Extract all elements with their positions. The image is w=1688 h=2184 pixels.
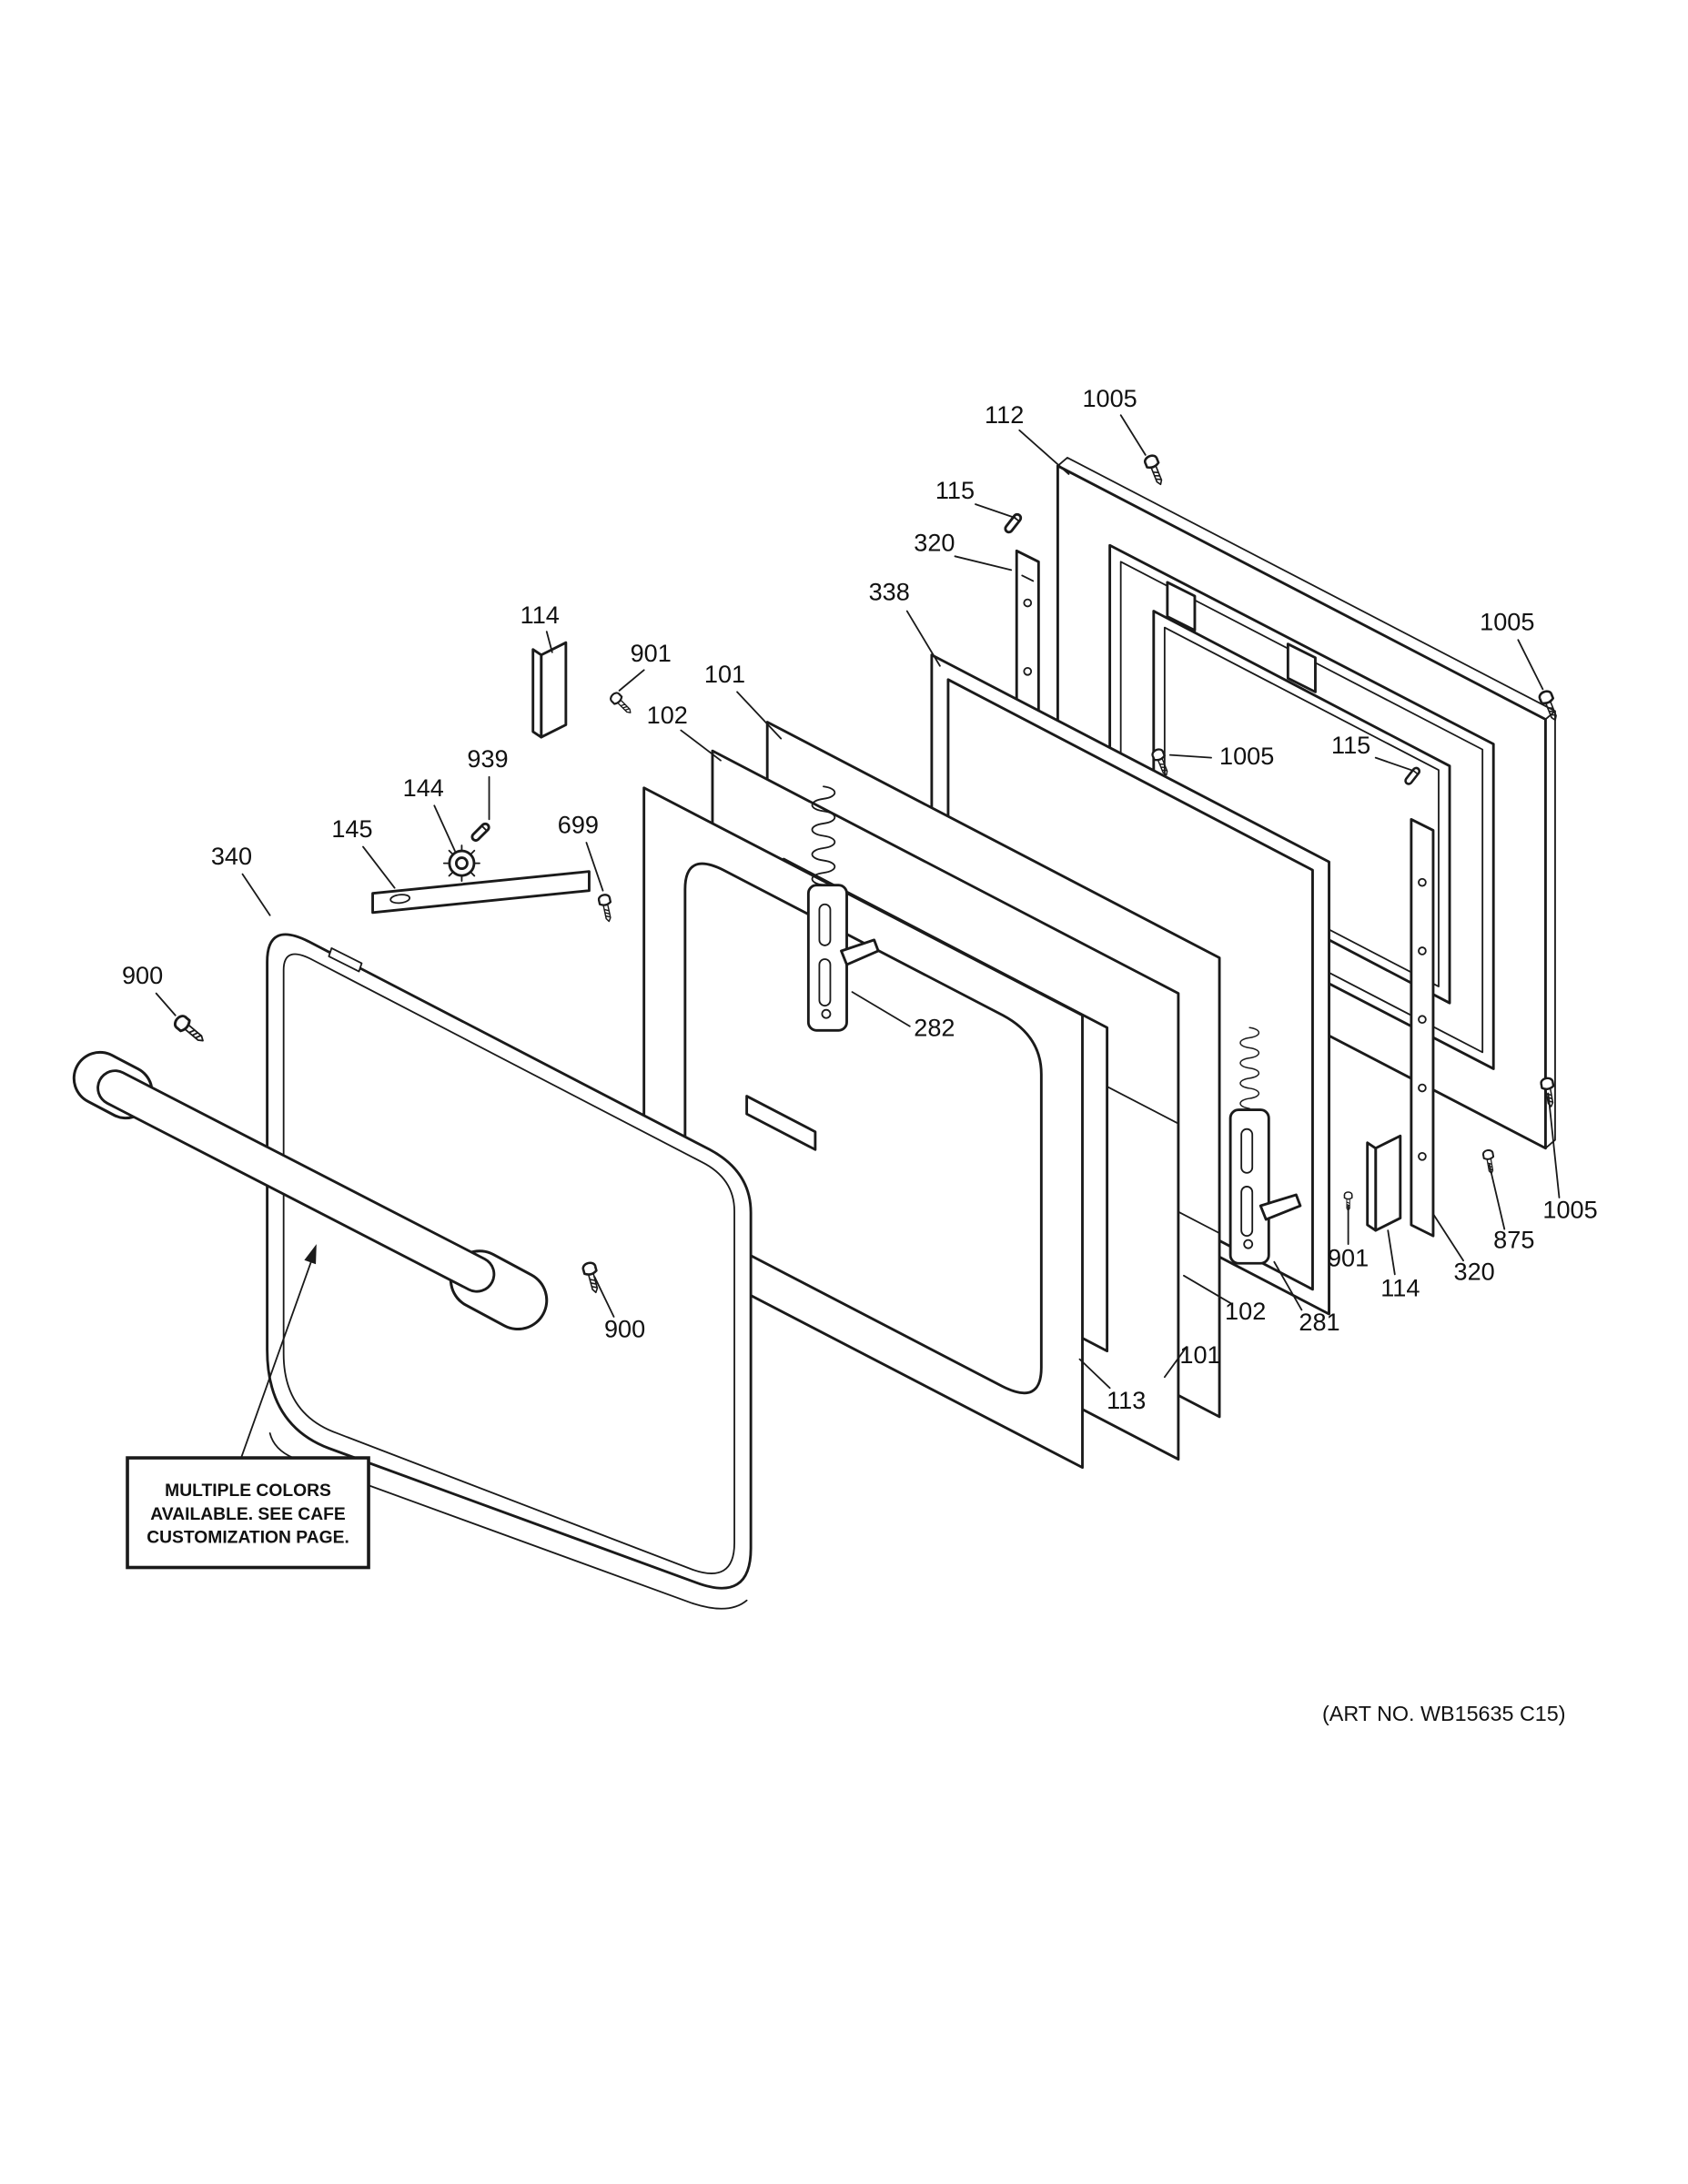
hinge-pin-top <box>1002 511 1024 535</box>
callout-101-bottom: 101 <box>1179 1340 1220 1369</box>
screw-699 <box>597 893 616 924</box>
note-line-3: CUSTOMIZATION PAGE. <box>147 1528 349 1547</box>
callout-1005-right: 1005 <box>1480 608 1534 636</box>
trim-strip <box>371 870 591 915</box>
callout-1005-top: 1005 <box>1082 384 1137 412</box>
callout-875: 875 <box>1493 1226 1534 1254</box>
mount-bracket-top <box>531 641 568 739</box>
callout-699: 699 <box>558 810 599 838</box>
callout-115-right: 115 <box>1331 731 1370 759</box>
hinge-rail-right <box>1410 817 1435 1238</box>
outer-door-panel <box>266 933 753 1610</box>
callout-340: 340 <box>211 842 252 870</box>
callout-281: 281 <box>1299 1308 1339 1336</box>
callout-145: 145 <box>331 814 372 843</box>
callout-144: 144 <box>403 774 444 802</box>
screw-900-left <box>171 1012 209 1047</box>
callout-labels: 112 1005 115 320 338 114 901 101 102 939… <box>122 384 1598 1414</box>
roller-pin <box>469 821 492 844</box>
callout-320-right: 320 <box>1454 1257 1495 1285</box>
note-line-2: AVAILABLE. SEE CAFE <box>150 1505 346 1524</box>
screw-901-top <box>608 690 635 718</box>
callout-101-top: 101 <box>704 660 745 688</box>
note-line-1: MULTIPLE COLORS <box>165 1481 331 1501</box>
note-arrowhead <box>304 1244 317 1265</box>
callout-338: 338 <box>869 577 910 605</box>
screw-1005-top <box>1142 452 1168 489</box>
note-box <box>126 1456 370 1570</box>
leader-lines <box>155 414 1561 1390</box>
art-number: (ART NO. WB15635 C15) <box>1322 1702 1566 1725</box>
inner-glass-panel <box>642 786 1084 1470</box>
callout-112: 112 <box>985 400 1024 429</box>
latch-assembly-right <box>1228 1026 1302 1265</box>
callout-901-top: 901 <box>631 639 672 667</box>
color-note: MULTIPLE COLORS AVAILABLE. SEE CAFE CUST… <box>126 1244 370 1570</box>
callout-102-top: 102 <box>647 701 688 729</box>
grommet <box>442 844 481 883</box>
callout-114-top: 114 <box>521 601 560 629</box>
screw-875 <box>1481 1148 1498 1176</box>
callout-901-bottom: 901 <box>1328 1243 1369 1271</box>
callout-114-bottom: 114 <box>1380 1273 1420 1301</box>
callout-1005-bottom-right: 1005 <box>1542 1196 1597 1224</box>
mount-bracket-bottom <box>1366 1134 1402 1232</box>
door-handle <box>72 1050 549 1331</box>
callout-320-left: 320 <box>914 528 955 556</box>
callout-900-bottom: 900 <box>604 1315 645 1343</box>
callout-939: 939 <box>467 744 508 773</box>
callout-102-bottom: 102 <box>1225 1297 1266 1325</box>
callout-113: 113 <box>1107 1386 1146 1414</box>
callout-115-top: 115 <box>935 476 975 504</box>
callout-1005-center: 1005 <box>1219 742 1274 770</box>
callout-282: 282 <box>914 1013 955 1041</box>
latch-assembly-center <box>806 785 880 1032</box>
callout-900-left: 900 <box>122 961 163 989</box>
